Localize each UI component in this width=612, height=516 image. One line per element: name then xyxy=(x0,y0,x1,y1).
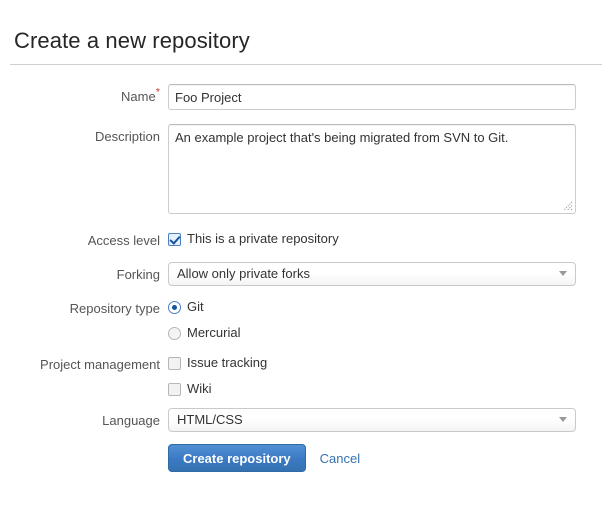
name-label: Name* xyxy=(0,84,168,110)
forking-select-wrapper[interactable]: Allow only private forks xyxy=(168,262,576,286)
access-level-control: This is a private repository xyxy=(168,228,612,250)
field-row-name: Name* xyxy=(0,84,612,110)
required-asterisk-icon: * xyxy=(155,86,160,99)
field-row-access-level: Access level This is a private repositor… xyxy=(0,228,612,254)
description-control xyxy=(168,124,612,214)
cancel-link[interactable]: Cancel xyxy=(319,450,361,466)
field-row-project-management: Project management Issue tracking Wiki xyxy=(0,352,612,400)
field-row-forking: Forking Allow only private forks xyxy=(0,262,612,288)
title-divider xyxy=(10,64,602,65)
description-textarea[interactable] xyxy=(168,124,576,214)
create-repository-form: Name* Description Access level xyxy=(0,84,612,484)
field-row-description: Description xyxy=(0,124,612,214)
repository-type-label: Repository type xyxy=(69,301,160,316)
issue-tracking-checkbox[interactable] xyxy=(168,356,181,370)
language-select-wrapper[interactable]: HTML/CSS xyxy=(168,408,576,432)
private-repository-checkbox-row[interactable]: This is a private repository xyxy=(168,228,612,250)
forking-label: Forking xyxy=(116,267,160,282)
wiki-label: Wiki xyxy=(187,381,212,396)
forking-control: Allow only private forks xyxy=(168,262,612,286)
git-radio[interactable] xyxy=(168,300,181,314)
mercurial-radio[interactable] xyxy=(168,326,181,340)
git-label: Git xyxy=(187,299,204,314)
repository-type-control: Git Mercurial xyxy=(168,296,612,344)
issue-tracking-checkbox-row[interactable]: Issue tracking xyxy=(168,352,612,374)
field-row-repository-type: Repository type Git Mercurial xyxy=(0,296,612,344)
create-repository-button[interactable]: Create repository xyxy=(168,444,306,472)
name-label-text: Name xyxy=(121,89,156,104)
language-select[interactable]: HTML/CSS xyxy=(168,408,576,432)
wiki-checkbox-row[interactable]: Wiki xyxy=(168,378,612,400)
private-repository-checkbox[interactable] xyxy=(168,232,181,246)
language-control: HTML/CSS xyxy=(168,408,612,432)
field-row-actions: Create repository Cancel xyxy=(0,442,612,474)
private-repository-label: This is a private repository xyxy=(187,231,339,246)
page-title: Create a new repository xyxy=(14,27,250,53)
language-label: Language xyxy=(102,413,160,428)
description-label: Description xyxy=(94,129,160,144)
issue-tracking-label: Issue tracking xyxy=(187,355,268,370)
mercurial-label: Mercurial xyxy=(187,325,241,340)
project-management-label: Project management xyxy=(40,357,160,372)
access-level-label: Access level xyxy=(87,233,160,248)
wiki-checkbox[interactable] xyxy=(168,382,181,396)
forking-select[interactable]: Allow only private forks xyxy=(168,262,576,286)
actions-control: Create repository Cancel xyxy=(168,442,612,474)
description-textarea-wrapper xyxy=(168,124,576,214)
name-control xyxy=(168,84,612,110)
form-actions: Create repository Cancel xyxy=(168,442,612,474)
name-input[interactable] xyxy=(168,84,576,110)
repository-type-option-mercurial[interactable]: Mercurial xyxy=(168,322,612,344)
repository-type-option-git[interactable]: Git xyxy=(168,296,612,318)
project-management-control: Issue tracking Wiki xyxy=(168,352,612,400)
field-row-language: Language HTML/CSS xyxy=(0,408,612,434)
